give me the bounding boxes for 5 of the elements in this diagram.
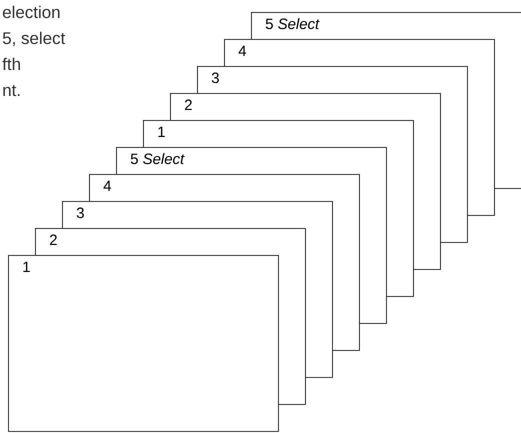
card: 1	[8, 255, 279, 432]
instruction-text: fth	[2, 58, 20, 70]
instruction-text: nt.	[3, 85, 20, 96]
instruction-text: 5, select	[2, 32, 66, 46]
instruction-text: election	[2, 6, 60, 18]
